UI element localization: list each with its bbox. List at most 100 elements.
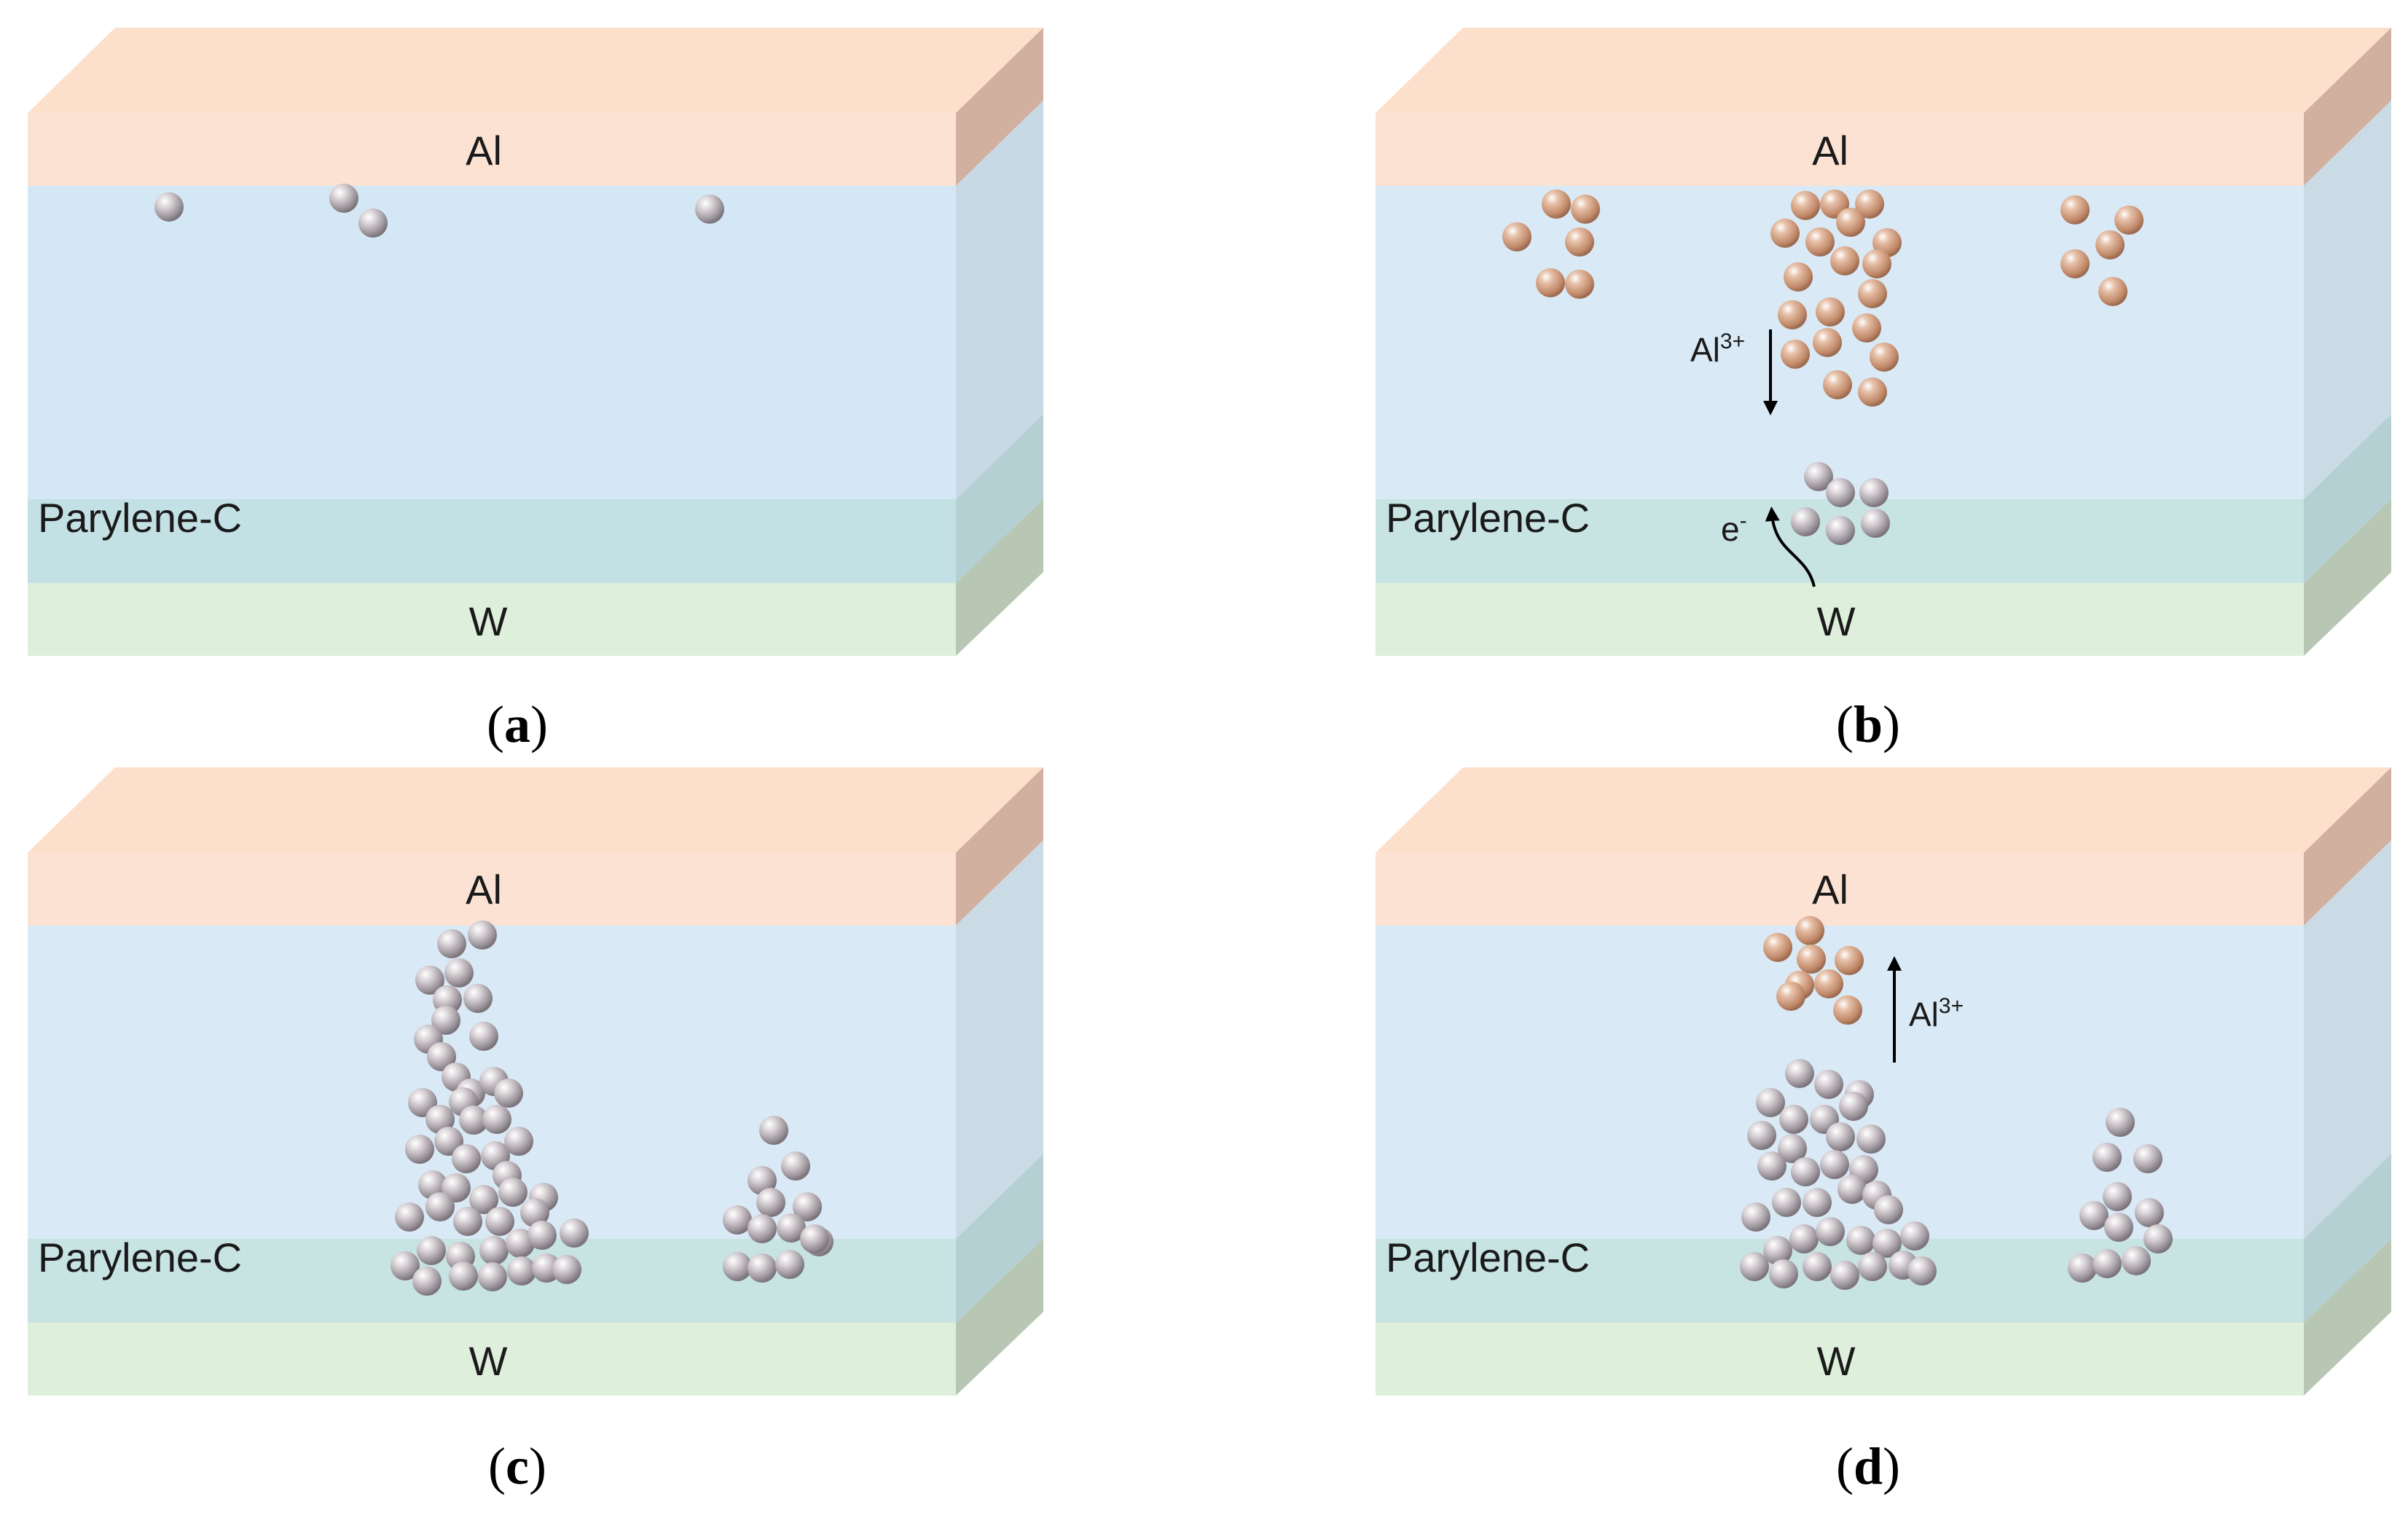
metal-particle bbox=[748, 1253, 777, 1283]
metal-particle bbox=[1839, 1092, 1868, 1121]
device-stack bbox=[28, 767, 1043, 1396]
metal-particle bbox=[552, 1255, 581, 1284]
metal-particle bbox=[427, 1042, 456, 1071]
metal-particle bbox=[775, 1250, 804, 1279]
al-ion-label: Al3+ bbox=[1909, 994, 1964, 1033]
w-layer bbox=[1376, 1323, 2304, 1396]
w-layer bbox=[28, 1323, 956, 1396]
panel-d: Al Parylene-C W Al3+ (d) bbox=[1376, 767, 2391, 1495]
al-side-face bbox=[956, 767, 1043, 926]
al-particle bbox=[1858, 377, 1887, 407]
al-particle bbox=[1565, 227, 1594, 257]
parylene-side-face bbox=[2304, 101, 2391, 499]
metal-particle bbox=[478, 1262, 507, 1291]
metal-particle bbox=[2093, 1143, 2122, 1172]
al-layer bbox=[1376, 113, 2304, 186]
metal-particle bbox=[504, 1127, 533, 1156]
particles-c bbox=[391, 920, 834, 1296]
metal-particle bbox=[1826, 1122, 1855, 1151]
metal-particle bbox=[1859, 478, 1889, 507]
w-side-face bbox=[956, 1239, 1043, 1396]
metal-particle bbox=[431, 1006, 460, 1035]
metal-particle bbox=[520, 1198, 549, 1227]
al-top-face bbox=[1376, 767, 2391, 853]
metal-particle bbox=[391, 1251, 420, 1280]
metal-particle bbox=[437, 929, 466, 958]
metal-particle bbox=[1778, 1134, 1807, 1163]
al-particle bbox=[1852, 313, 1881, 343]
metal-particle bbox=[1826, 516, 1855, 545]
metal-particle bbox=[1789, 1224, 1819, 1253]
metal-particle bbox=[1791, 1157, 1820, 1186]
al-particle bbox=[1781, 340, 1810, 369]
metal-particle bbox=[1874, 1195, 1903, 1224]
metal-particle bbox=[1820, 1150, 1849, 1179]
al-side-face bbox=[2304, 767, 2391, 926]
metal-particle bbox=[1830, 1261, 1859, 1290]
metal-particle bbox=[800, 1224, 829, 1253]
electron-arrow bbox=[1765, 506, 1816, 587]
metal-particle bbox=[1785, 1059, 1814, 1088]
metal-particle bbox=[1747, 1121, 1776, 1150]
al-particle bbox=[1502, 222, 1532, 251]
al-particle bbox=[2114, 206, 2144, 235]
metal-particle bbox=[1858, 1252, 1887, 1281]
al-particle bbox=[1814, 969, 1843, 998]
al-particle bbox=[1836, 208, 1865, 237]
metal-particle bbox=[425, 1192, 455, 1221]
metal-particle bbox=[1838, 1175, 1867, 1204]
al-particle bbox=[1805, 227, 1835, 257]
metal-particle bbox=[1757, 1151, 1787, 1181]
metal-particle bbox=[759, 1116, 788, 1145]
al-particle bbox=[1833, 995, 1862, 1025]
al-particle bbox=[1797, 944, 1826, 974]
metal-particle bbox=[482, 1105, 511, 1134]
metal-particle bbox=[479, 1236, 509, 1265]
al-particle bbox=[1855, 189, 1884, 219]
al-particle bbox=[1835, 946, 1864, 975]
metal-particle bbox=[560, 1218, 589, 1248]
al-ion-label: Al3+ bbox=[1690, 329, 1745, 369]
metal-particle bbox=[777, 1213, 806, 1243]
w-layer bbox=[1376, 583, 2304, 656]
parylene-bottom-side bbox=[956, 414, 1043, 583]
w-label: W bbox=[1817, 1338, 1856, 1384]
al-side-face bbox=[2304, 28, 2391, 186]
w-label: W bbox=[469, 1338, 508, 1384]
metal-particle bbox=[748, 1166, 777, 1195]
al-particle bbox=[1791, 191, 1820, 220]
metal-particle bbox=[2122, 1246, 2151, 1275]
metal-particle bbox=[2144, 1224, 2173, 1253]
metal-particle bbox=[494, 1079, 523, 1108]
al-label: Al bbox=[466, 128, 502, 173]
al-particle bbox=[1565, 270, 1594, 299]
metal-particle bbox=[469, 1022, 498, 1051]
metal-particle bbox=[485, 1207, 514, 1236]
electron-label: e- bbox=[1721, 509, 1747, 548]
metal-particle bbox=[358, 208, 388, 238]
metal-particle bbox=[2133, 1144, 2162, 1173]
metal-particle bbox=[1769, 1259, 1798, 1288]
metal-particle bbox=[415, 966, 444, 995]
parylene-side-face bbox=[2304, 840, 2391, 1239]
al-particle bbox=[1795, 916, 1824, 945]
parylene-label: Parylene-C bbox=[38, 495, 242, 541]
metal-particle bbox=[2135, 1198, 2164, 1227]
panel-caption-c: (c) bbox=[488, 1437, 546, 1495]
panel-b: Al Parylene-C W Al3+ e- (b) bbox=[1376, 28, 2391, 754]
al-particle bbox=[1770, 219, 1800, 248]
metal-particle bbox=[1803, 1188, 1832, 1217]
metal-particle bbox=[1900, 1221, 1929, 1251]
metal-particle bbox=[1763, 1236, 1792, 1265]
parylene-bottom-side bbox=[2304, 414, 2391, 583]
metal-particle bbox=[781, 1151, 810, 1181]
metal-particle bbox=[2106, 1108, 2135, 1137]
metal-particle bbox=[723, 1252, 752, 1281]
metal-particle bbox=[1816, 1217, 1845, 1246]
metal-particle bbox=[449, 1261, 478, 1291]
w-layer bbox=[28, 583, 956, 656]
al-label: Al bbox=[1812, 866, 1848, 912]
w-side-face bbox=[2304, 1239, 2391, 1396]
parylene-side-face bbox=[956, 840, 1043, 1239]
al-particle bbox=[2060, 195, 2090, 224]
